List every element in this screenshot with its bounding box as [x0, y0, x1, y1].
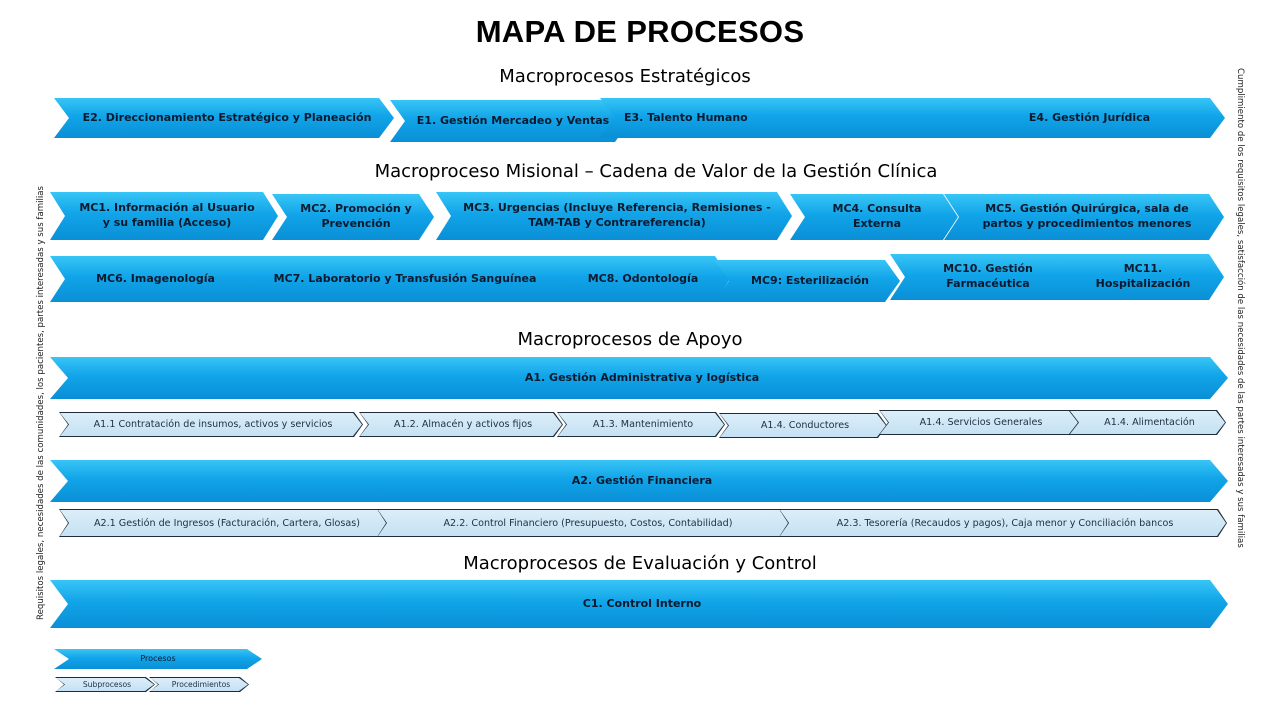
- section-title-evaluacion: Macroprocesos de Evaluación y Control: [463, 553, 817, 574]
- legend-subprocesos: Subprocesos: [56, 678, 154, 691]
- process-mc4[interactable]: MC4. Consulta Externa: [790, 194, 958, 240]
- legend-procesos: Procesos: [54, 649, 262, 669]
- process-e4[interactable]: E4. Gestión Jurídica: [948, 98, 1225, 138]
- subprocess-a1-3[interactable]: A1.3. Mantenimiento: [558, 413, 724, 436]
- process-mc1[interactable]: MC1. Información al Usuario y su familia…: [50, 192, 278, 240]
- process-mc5[interactable]: MC5. Gestión Quirúrgica, sala de partos …: [944, 194, 1224, 240]
- section-title-estrategicos: Macroprocesos Estratégicos: [499, 66, 751, 87]
- process-c1[interactable]: C1. Control Interno: [50, 580, 1228, 628]
- process-mc11[interactable]: MC11. Hospitalización: [1056, 254, 1224, 300]
- subprocess-a1-4[interactable]: A1.4. Conductores: [720, 414, 886, 437]
- subprocess-a2-2[interactable]: A2.2. Control Financiero (Presupuesto, C…: [378, 510, 794, 536]
- process-e2[interactable]: E2. Direccionamiento Estratégico y Plane…: [54, 98, 394, 138]
- subprocess-a1-5[interactable]: A1.4. Servicios Generales: [880, 411, 1078, 434]
- process-e3[interactable]: E3. Talento Humano: [600, 98, 980, 138]
- process-a1[interactable]: A1. Gestión Administrativa y logística: [50, 357, 1228, 399]
- process-e1[interactable]: E1. Gestión Mercadeo y Ventas: [390, 100, 630, 142]
- process-mc9[interactable]: MC9: Esterilización: [714, 260, 900, 302]
- process-mc7[interactable]: MC7. Laboratorio y Transfusión Sanguínea: [232, 256, 572, 302]
- subprocess-a1-6[interactable]: A1.4. Alimentación: [1070, 411, 1225, 434]
- subprocess-a2-1[interactable]: A2.1 Gestión de Ingresos (Facturación, C…: [60, 510, 390, 536]
- page-title: MAPA DE PROCESOS: [475, 14, 805, 49]
- process-mc3[interactable]: MC3. Urgencias (Incluye Referencia, Remi…: [436, 192, 792, 240]
- process-a2[interactable]: A2. Gestión Financiera: [50, 460, 1228, 502]
- side-text-outputs: Cumplimiento de los requisitos legales, …: [1235, 68, 1245, 548]
- section-title-misional: Macroproceso Misional – Cadena de Valor …: [374, 161, 938, 182]
- subprocess-a1-2[interactable]: A1.2. Almacén y activos fijos: [360, 413, 562, 436]
- process-mc2[interactable]: MC2. Promoción y Prevención: [272, 194, 434, 240]
- legend-procedimientos: Procedimientos: [150, 678, 248, 691]
- side-text-inputs: Requisitos legales, necesidades de las c…: [36, 186, 46, 620]
- subprocess-a2-3[interactable]: A2.3. Tesorería (Recaudos y pagos), Caja…: [780, 510, 1226, 536]
- process-mc6[interactable]: MC6. Imagenología: [50, 256, 255, 302]
- process-mc8[interactable]: MC8. Odontología: [550, 256, 730, 302]
- process-mc10[interactable]: MC10. Gestión Farmacéutica: [890, 254, 1080, 300]
- section-title-apoyo: Macroprocesos de Apoyo: [517, 329, 743, 350]
- subprocess-a1-1[interactable]: A1.1 Contratación de insumos, activos y …: [60, 413, 362, 436]
